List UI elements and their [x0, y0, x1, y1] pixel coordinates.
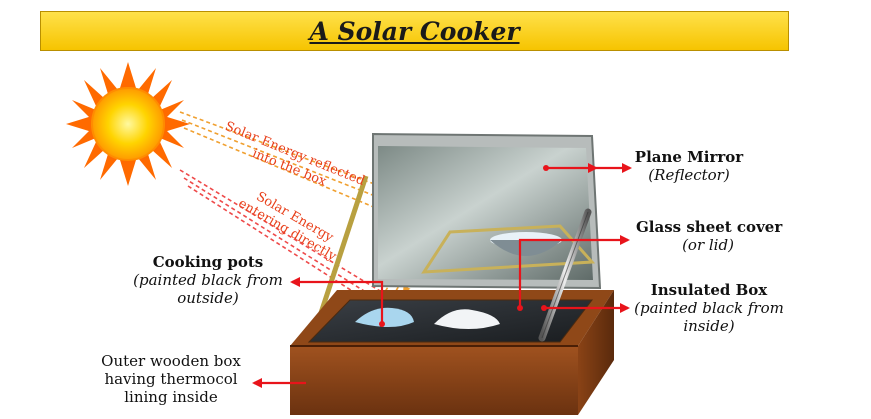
lid-support-right	[538, 208, 592, 342]
plane-mirror-label: Plane Mirror (Reflector)	[634, 148, 744, 184]
outer-box-line1: Outer wooden box	[101, 352, 241, 370]
plane-mirror-note: (Reflector)	[648, 166, 730, 184]
wooden-box	[290, 290, 614, 415]
glass-cover-name: Glass sheet cover	[636, 218, 783, 236]
cooking-pots-note1: (painted black from	[133, 271, 283, 289]
cooking-pots-shapes	[355, 307, 500, 329]
lid-support-left	[315, 175, 369, 323]
cooking-pots-name: Cooking pots	[152, 253, 264, 271]
cooking-pots-note2: outside)	[177, 289, 239, 307]
insulated-box-note2: inside)	[683, 317, 735, 335]
sun-icon	[66, 62, 190, 186]
insulated-box-label: Insulated Box (painted black from inside…	[634, 281, 784, 335]
cooking-pots-label: Cooking pots (painted black from outside…	[130, 253, 286, 307]
outer-box-line3: lining inside	[124, 388, 218, 406]
page-title: A Solar Cooker	[309, 16, 520, 46]
outer-box-line2: having thermocol	[104, 370, 238, 388]
outer-box-label: Outer wooden box having thermocol lining…	[96, 352, 246, 406]
insulated-box-name: Insulated Box	[650, 281, 768, 299]
glass-sheet-reflection	[421, 224, 596, 274]
title-banner: A Solar Cooker	[40, 11, 789, 51]
plane-mirror-name: Plane Mirror	[634, 148, 744, 166]
glass-cover-note: (or lid)	[682, 236, 734, 254]
insulated-box-note1: (painted black from	[634, 299, 784, 317]
pointer-dots	[379, 165, 549, 327]
glass-cover-label: Glass sheet cover (or lid)	[636, 218, 783, 254]
pointer-arrows	[252, 163, 632, 388]
direct-rays	[179, 169, 397, 311]
